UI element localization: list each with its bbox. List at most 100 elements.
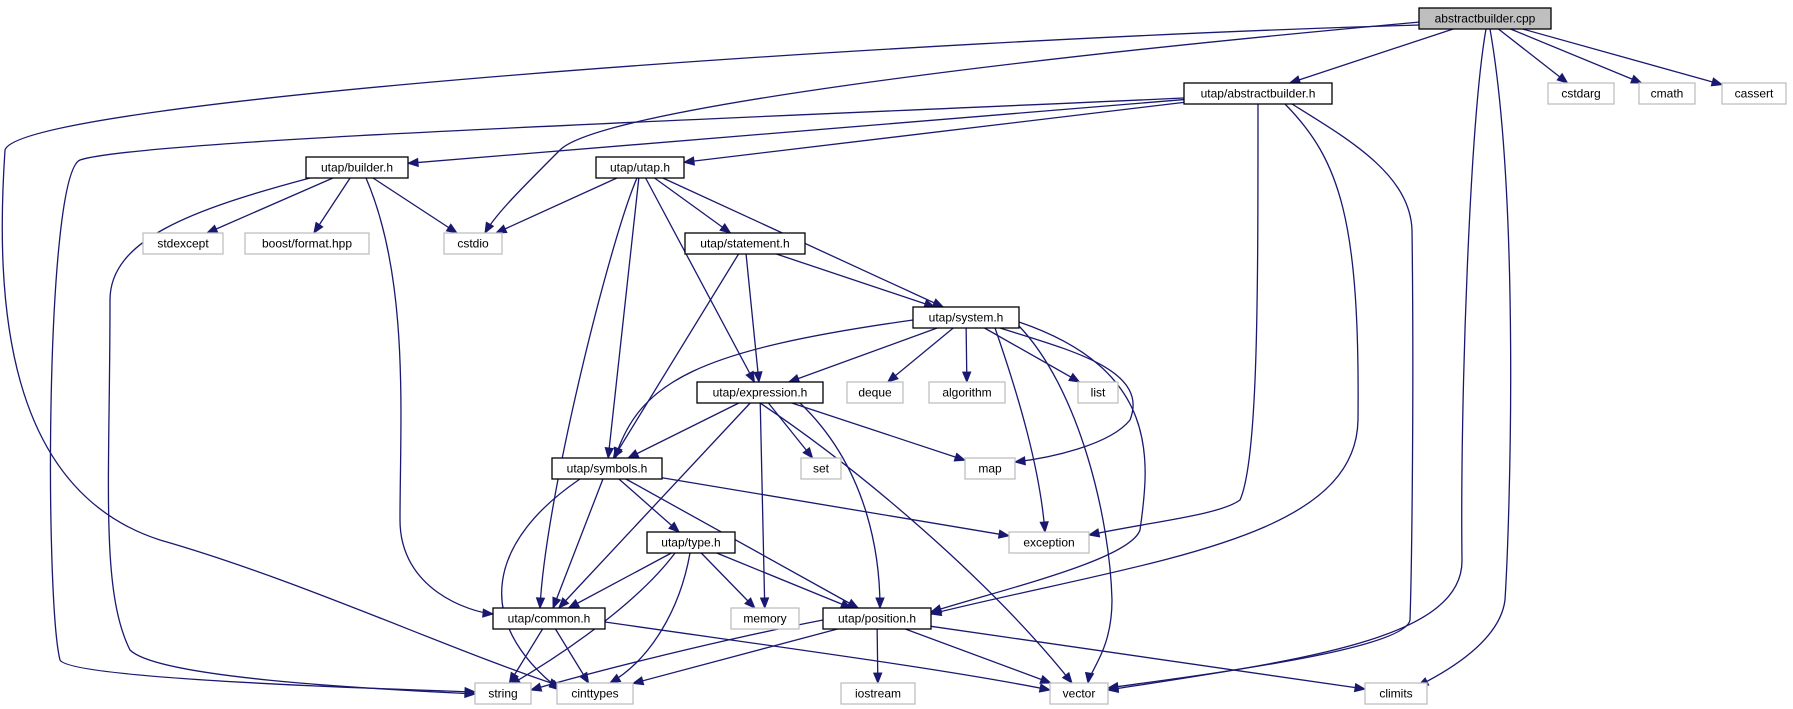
node-box (474, 682, 532, 705)
node-system-h[interactable]: utap/system.h (912, 306, 1020, 329)
edge-abstractbuilder_cpp-to-cstdio (484, 21, 1421, 235)
node-label: utap/type.h (661, 536, 720, 550)
edge-abstractbuilder_cpp-to-abstractbuilder_h (1288, 28, 1454, 85)
edge-builder_h-to-common_h (365, 177, 495, 618)
node-label: deque (858, 386, 892, 400)
node-cstdio: cstdio (443, 232, 503, 255)
edge-symbols_h-to-exception (661, 477, 1011, 539)
edge-expression_h-to-common_h (557, 402, 751, 609)
node-vector: vector (1049, 682, 1109, 705)
node-box (1183, 82, 1333, 105)
node-label: utap/common.h (508, 612, 591, 626)
node-label: boost/format.hpp (262, 237, 352, 251)
edge-system_h-to-deque (886, 327, 954, 383)
edge-abstractbuilder_cpp-to-cinttypes (1, 24, 1420, 688)
node-label: utap/system.h (929, 311, 1004, 325)
edge-expression_h-to-map (791, 402, 967, 462)
edge-utap_h-to-common_h (535, 177, 638, 610)
node-label: utap/abstractbuilder.h (1201, 87, 1316, 101)
node-label: string (488, 687, 517, 701)
node-stdexcept: stdexcept (142, 232, 224, 255)
edge-position_h-to-climits (930, 625, 1367, 693)
edge-utap_h-to-statement_h (654, 177, 732, 234)
node-label: iostream (855, 687, 901, 701)
node-boost-format: boost/format.hpp (244, 232, 370, 255)
edge-system_h-to-algorithm (961, 327, 972, 384)
node-box (800, 457, 842, 480)
edge-system_h-to-vector (1018, 325, 1113, 685)
node-box (964, 457, 1016, 480)
edge-system_h-to-list (984, 327, 1081, 383)
edge-builder_h-to-stdexcept (205, 177, 334, 234)
node-box (1364, 682, 1428, 705)
node-abstractbuilder-h[interactable]: utap/abstractbuilder.h (1183, 82, 1333, 105)
node-box (912, 306, 1020, 329)
node-label: utap/builder.h (321, 161, 393, 175)
edge-builder_h-to-boost_format (313, 177, 351, 235)
node-cinttypes: cinttypes (556, 682, 634, 705)
node-label: stdexcept (157, 237, 209, 251)
node-box (1008, 531, 1090, 554)
edge-common_h-to-string (508, 628, 544, 685)
node-type-h[interactable]: utap/type.h (646, 531, 736, 554)
edge-abstractbuilder_h-to-string (49, 97, 1185, 697)
node-common-h[interactable]: utap/common.h (492, 607, 606, 630)
node-box (696, 381, 824, 404)
edge-symbols_h-to-common_h (552, 478, 604, 610)
node-box (846, 381, 904, 404)
edge-abstractbuilder_cpp-to-vector (1106, 28, 1487, 694)
node-abstractbuilder-cpp[interactable]: abstractbuilder.cpp (1418, 7, 1552, 30)
node-box (595, 156, 685, 179)
node-label: utap/utap.h (610, 161, 670, 175)
edges-layer (1, 21, 1724, 699)
node-label: vector (1063, 687, 1096, 701)
node-box (556, 682, 634, 705)
edge-type_h-to-cinttypes (608, 552, 691, 684)
node-cstdarg: cstdarg (1547, 82, 1615, 105)
node-string: string (474, 682, 532, 705)
node-label: utap/statement.h (700, 237, 789, 251)
node-box (142, 232, 224, 255)
node-box (1638, 82, 1696, 105)
node-exception: exception (1008, 531, 1090, 554)
edge-utap_h-to-symbols_h (604, 177, 640, 460)
node-iostream: iostream (840, 682, 916, 705)
node-label: set (813, 462, 830, 476)
edge-abstractbuilder_cpp-to-cassert (1522, 28, 1724, 87)
node-box (684, 232, 806, 255)
node-position-h[interactable]: utap/position.h (822, 607, 932, 630)
edge-utap_h-to-cstdio (494, 177, 618, 234)
node-builder-h[interactable]: utap/builder.h (305, 156, 409, 179)
node-label: abstractbuilder.cpp (1435, 12, 1536, 26)
edge-position_h-to-iostream (872, 628, 883, 685)
node-memory: memory (730, 607, 800, 630)
node-box (928, 381, 1006, 404)
edge-utap_h-to-expression_h (645, 177, 756, 384)
edge-abstractbuilder_h-to-exception (1087, 103, 1259, 538)
node-expression-h[interactable]: utap/expression.h (696, 381, 824, 404)
node-box (492, 607, 606, 630)
node-symbols-h[interactable]: utap/symbols.h (551, 457, 663, 480)
node-statement-h[interactable]: utap/statement.h (684, 232, 806, 255)
node-box (840, 682, 916, 705)
node-map: map (964, 457, 1016, 480)
node-box (646, 531, 736, 554)
edge-system_h-to-symbols_h (613, 319, 914, 460)
node-utap-h[interactable]: utap/utap.h (595, 156, 685, 179)
nodes-layer: abstractbuilder.cpp utap/abstractbuilder.… (142, 7, 1787, 705)
edge-system_h-to-position_h (929, 321, 1146, 614)
node-box (730, 607, 800, 630)
node-label: utap/position.h (838, 612, 916, 626)
edge-symbols_h-to-type_h (618, 478, 681, 533)
edge-symbols_h-to-cinttypes (501, 478, 581, 691)
node-box (1049, 682, 1109, 705)
node-label: cinttypes (571, 687, 618, 701)
node-algorithm: algorithm (928, 381, 1006, 404)
node-box (443, 232, 503, 255)
edge-system_h-to-exception (994, 327, 1049, 534)
node-label: climits (1379, 687, 1412, 701)
node-label: utap/symbols.h (567, 462, 648, 476)
node-box (1077, 381, 1119, 404)
node-cassert: cassert (1721, 82, 1787, 105)
